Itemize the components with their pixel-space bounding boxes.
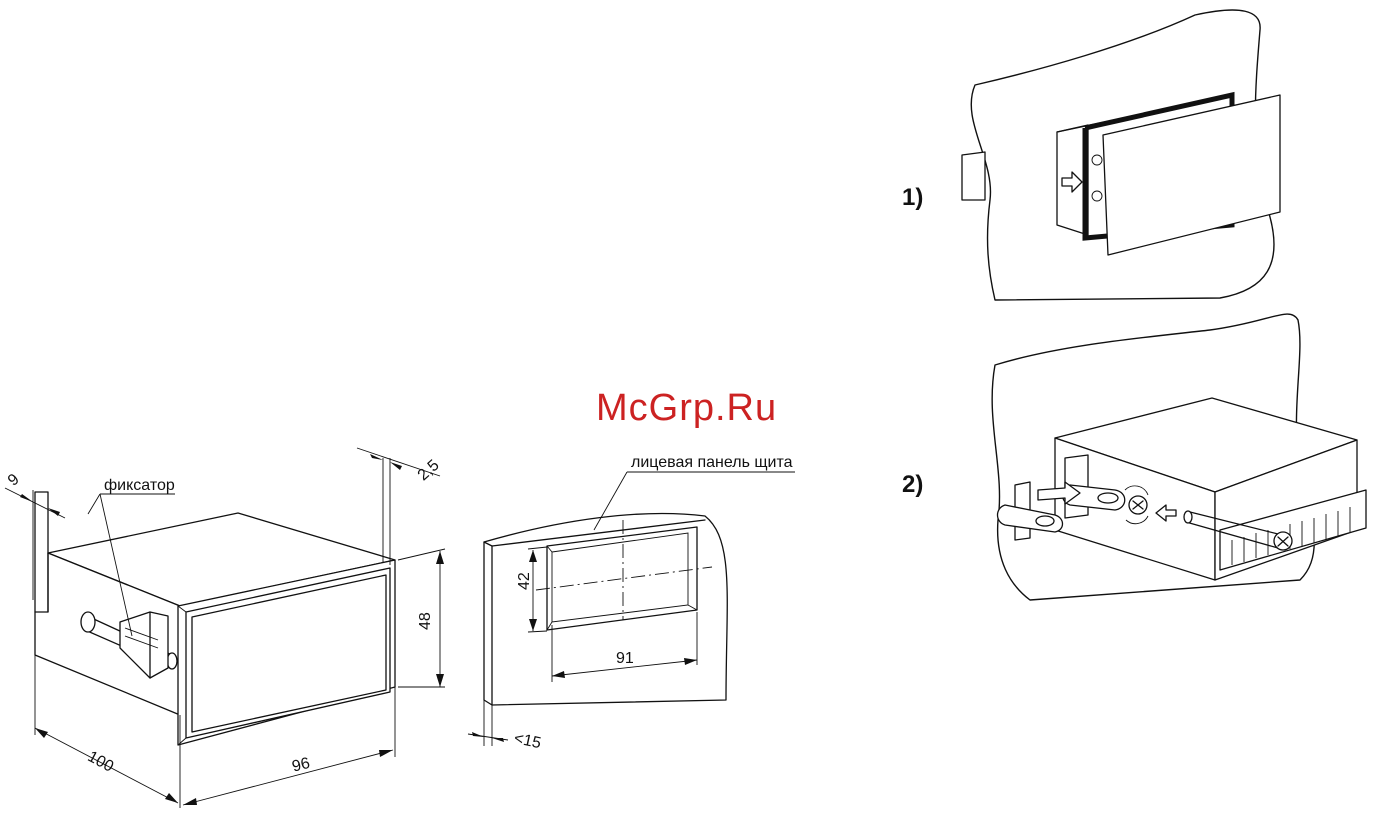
- dim-cut-width: 91: [616, 650, 634, 667]
- step1-label: 1): [902, 184, 923, 211]
- dim-clip: 9: [5, 471, 23, 490]
- dim-frame: 2,5: [415, 457, 443, 485]
- step1-illustration: 1): [902, 10, 1280, 300]
- watermark: McGrp.Ru: [596, 387, 777, 429]
- device-isometric: 100 96 48 2,5 9 фиксатор: [5, 448, 445, 808]
- label-fixator: фиксатор: [104, 477, 175, 494]
- label-panel: лицевая панель щита: [631, 454, 793, 471]
- step1-device-rear: [962, 152, 985, 200]
- dim-height: 48: [417, 612, 434, 630]
- dim-cut-height: 42: [516, 572, 533, 590]
- dim-depth: 100: [85, 748, 117, 776]
- device-back-stub: [35, 492, 48, 612]
- dim-thickness: <15: [512, 730, 542, 752]
- step2-label: 2): [902, 471, 923, 498]
- panel-cutout: 42 91 <15 лицевая панель щита: [468, 454, 795, 752]
- step2-illustration: 2): [902, 314, 1366, 600]
